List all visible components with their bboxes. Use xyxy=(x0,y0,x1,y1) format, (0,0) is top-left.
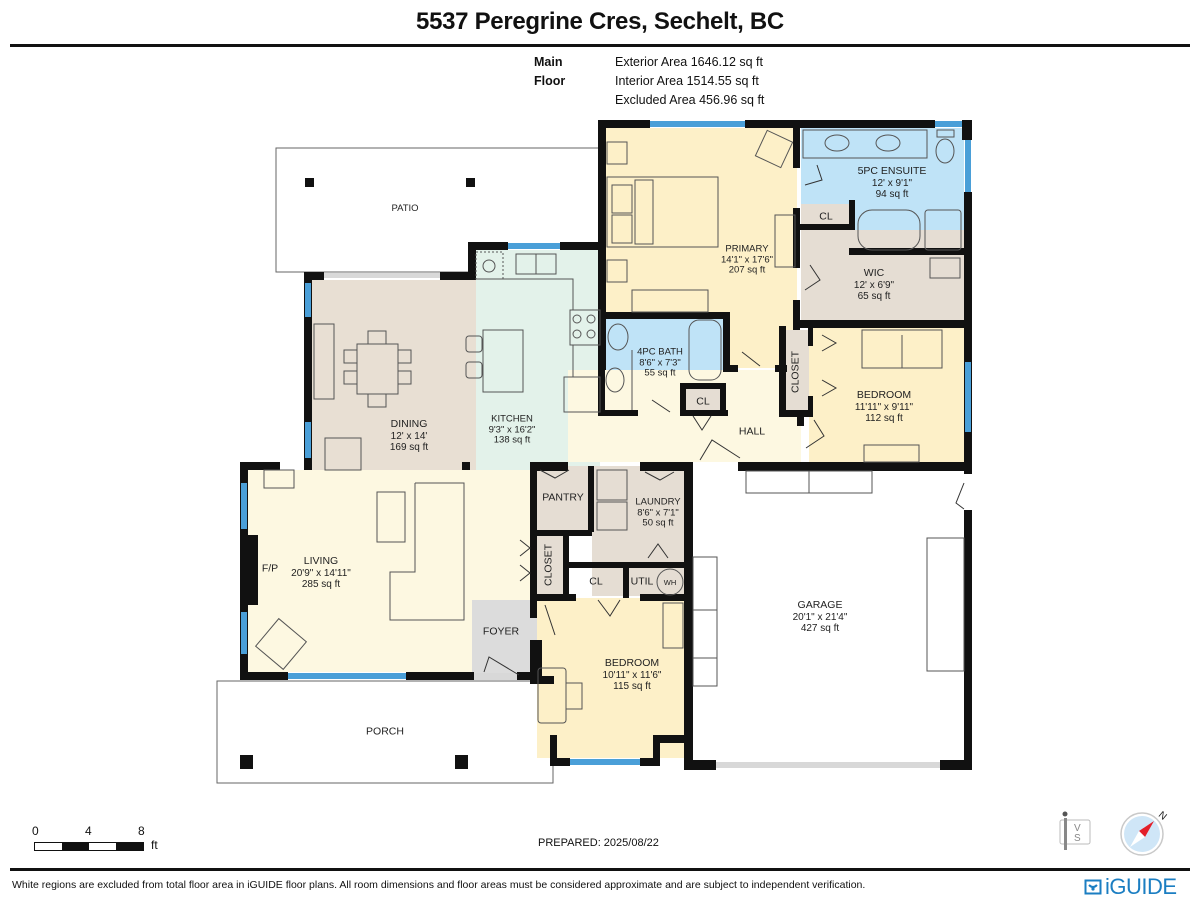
page-title: 5537 Peregrine Cres, Sechelt, BC xyxy=(416,8,784,35)
room-label-garage: GARAGE 20'1" x 21'4" 427 sq ft xyxy=(792,598,848,634)
room-label-primary: PRIMARY 14'1" x 17'6" 207 sq ft xyxy=(720,243,774,276)
exterior-area: Exterior Area 1646.12 sq ft xyxy=(615,55,764,69)
room-label-wh: WH xyxy=(663,577,677,587)
room-label-ensuite: 5PC ENSUITE 12' x 9'1" 94 sq ft xyxy=(857,164,927,200)
ensuite-fill xyxy=(801,128,964,204)
room-label-pantry: PANTRY xyxy=(542,491,584,504)
room-label-laundry-cl: CL xyxy=(589,575,603,588)
room-label-entry-closet: CLOSET xyxy=(542,543,555,587)
room-label-hall-cl: CL xyxy=(696,395,710,408)
bedroom2-fill xyxy=(809,328,964,462)
closet2-fill xyxy=(783,330,809,413)
bedroom3-fill xyxy=(537,598,685,758)
scale-unit: ft xyxy=(151,838,158,852)
room-label-kitchen: KITCHEN 9'3" x 16'2" 138 sq ft xyxy=(488,413,536,446)
porch-area xyxy=(216,680,554,784)
room-label-laundry: LAUNDRY 8'6" x 7'1" 50 sq ft xyxy=(635,496,681,529)
svg-text:S: S xyxy=(1074,833,1081,844)
room-label-4pc-bath: 4PC BATH 8'6" x 7'3" 55 sq ft xyxy=(637,346,683,379)
wic-fill xyxy=(801,230,964,324)
room-label-hall: HALL xyxy=(738,425,766,438)
iguide-logo: iGUIDE xyxy=(1084,874,1177,900)
room-label-wic: WIC 12' x 6'9" 65 sq ft xyxy=(853,266,895,302)
compass-icon: N xyxy=(1116,804,1172,860)
entry-closet-fill xyxy=(537,534,567,596)
prepared-date: PREPARED: 2025/08/22 xyxy=(538,837,659,849)
room-label-fireplace: F/P xyxy=(261,562,279,575)
brand-name: iGUIDE xyxy=(1105,874,1177,899)
room-label-foyer: FOYER xyxy=(482,625,520,638)
footer-divider xyxy=(10,868,1190,871)
iguide-logo-icon xyxy=(1084,879,1102,895)
ivs-badge-icon: V S xyxy=(1058,808,1098,852)
room-label-ensuite-cl: CL xyxy=(819,210,833,223)
svg-text:V: V xyxy=(1074,823,1081,834)
interior-area: Interior Area 1514.55 sq ft xyxy=(615,74,759,88)
room-label-bedroom2-closet: CLOSET xyxy=(789,350,802,394)
disclaimer-text: White regions are excluded from total fl… xyxy=(12,879,866,891)
laundry-fill xyxy=(592,466,685,596)
header-divider xyxy=(10,44,1190,47)
excluded-area: Excluded Area 456.96 sq ft xyxy=(615,93,765,107)
room-label-patio: PATIO xyxy=(391,202,419,214)
floor-label: Main Floor xyxy=(534,55,566,88)
hall-cl-fill xyxy=(686,387,720,414)
room-label-bedroom2: BEDROOM 11'11" x 9'11" 112 sq ft xyxy=(854,388,914,424)
room-label-util: UTIL xyxy=(630,575,654,588)
scale-bar: 0 4 8 ft xyxy=(32,824,158,852)
room-label-bedroom3: BEDROOM 10'11" x 11'6" 115 sq ft xyxy=(602,656,662,692)
room-label-living: LIVING 20'9" x 14'11" 285 sq ft xyxy=(291,554,351,590)
garage-fill xyxy=(690,470,964,764)
room-label-dining: DINING 12' x 14' 169 sq ft xyxy=(389,417,429,453)
pantry-fill xyxy=(537,466,592,534)
room-label-porch: PORCH xyxy=(366,725,404,738)
